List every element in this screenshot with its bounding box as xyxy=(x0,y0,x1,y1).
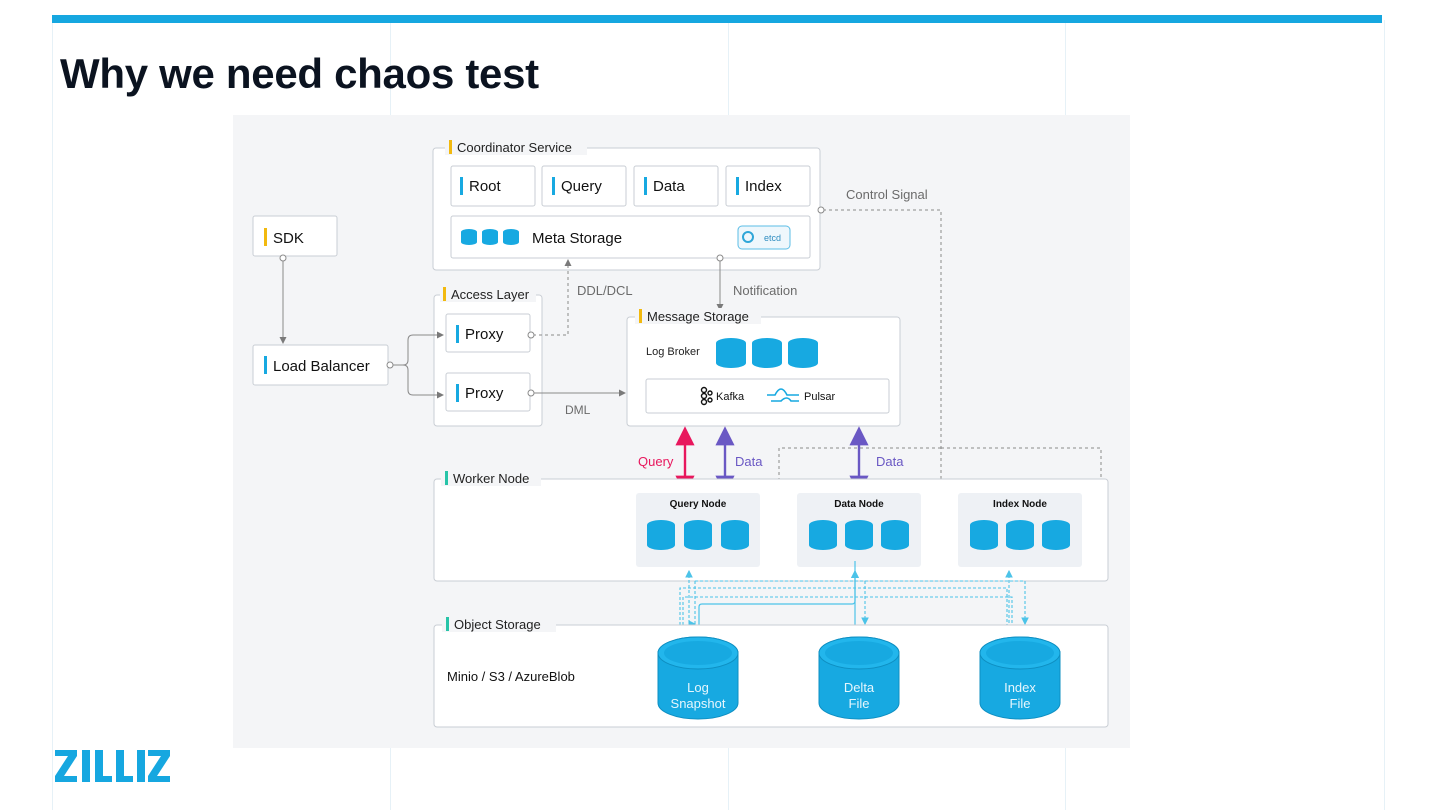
svg-text:Pulsar: Pulsar xyxy=(804,391,836,403)
svg-text:Message Storage: Message Storage xyxy=(647,309,749,324)
edge-label-control-signal: Control Signal xyxy=(846,187,928,202)
svg-text:Snapshot: Snapshot xyxy=(671,696,726,711)
role-root: Root xyxy=(450,165,536,207)
access-layer: Access Layer Proxy Proxy xyxy=(433,286,543,427)
role-index: Index xyxy=(725,165,811,207)
svg-text:Data: Data xyxy=(653,178,685,195)
svg-text:Access Layer: Access Layer xyxy=(451,287,530,302)
role-query: Query xyxy=(541,165,627,207)
svg-text:Load Balancer: Load Balancer xyxy=(273,358,370,375)
slide-gridline xyxy=(1384,20,1385,810)
worker-node: Worker Node Query Node Data Node Index N… xyxy=(433,470,1109,582)
etcd-badge: etcd xyxy=(737,225,791,250)
svg-text:Index: Index xyxy=(1004,680,1036,695)
database-icon xyxy=(647,520,749,550)
svg-text:etcd: etcd xyxy=(764,233,781,243)
slide-title: Why we need chaos test xyxy=(60,50,539,97)
database-icon xyxy=(716,338,818,368)
svg-text:Query Node: Query Node xyxy=(670,499,727,510)
svg-text:Log: Log xyxy=(687,680,709,695)
edge-label-query: Query xyxy=(638,454,674,469)
index-file-store: Index File xyxy=(979,636,1061,720)
coordinator-service: Coordinator Service Root Query Data Inde… xyxy=(432,139,821,271)
sdk-box: SDK xyxy=(252,215,338,257)
database-icon xyxy=(461,229,519,245)
edge-label-data-left: Data xyxy=(735,454,763,469)
load-balancer-box: Load Balancer xyxy=(252,344,389,386)
svg-text:Index Node: Index Node xyxy=(993,499,1047,510)
svg-text:Worker Node: Worker Node xyxy=(453,471,529,486)
data-node: Data Node xyxy=(797,493,921,567)
query-node: Query Node xyxy=(636,493,760,567)
delta-file-store: Delta File xyxy=(818,636,900,720)
svg-text:SDK: SDK xyxy=(273,230,304,247)
broker-options: Kafka Pulsar xyxy=(645,378,890,414)
edge-label-dml: DML xyxy=(565,403,591,417)
role-data: Data xyxy=(633,165,719,207)
log-snapshot-store: Log Snapshot xyxy=(657,636,739,720)
svg-text:File: File xyxy=(849,696,870,711)
svg-text:Index: Index xyxy=(745,178,782,195)
storage-backends-label: Minio / S3 / AzureBlob xyxy=(447,669,575,684)
meta-storage: Meta Storage etcd xyxy=(450,215,811,259)
svg-text:Query: Query xyxy=(561,178,602,195)
proxy-box: Proxy xyxy=(445,372,531,412)
edge-label-ddl-dcl: DDL/DCL xyxy=(577,283,633,298)
svg-text:Data Node: Data Node xyxy=(834,499,884,510)
pulsar-icon xyxy=(767,388,799,402)
svg-text:Root: Root xyxy=(469,178,502,195)
message-storage: Message Storage Log Broker Kafka Pulsar xyxy=(626,308,901,427)
database-icon xyxy=(970,520,1070,550)
svg-text:Kafka: Kafka xyxy=(716,391,745,403)
object-storage: Object Storage Minio / S3 / AzureBlob Lo… xyxy=(433,616,1109,728)
database-icon xyxy=(809,520,909,550)
svg-text:Object Storage: Object Storage xyxy=(454,617,541,632)
edge-label-data-right: Data xyxy=(876,454,904,469)
slide-gridline xyxy=(52,20,53,810)
top-accent-bar xyxy=(52,15,1382,23)
zilliz-logo xyxy=(55,750,170,787)
log-broker-label: Log Broker xyxy=(646,346,700,358)
coordinator-title: Coordinator Service xyxy=(457,140,572,155)
svg-text:Proxy: Proxy xyxy=(465,326,504,343)
architecture-diagram: Coordinator Service Root Query Data Inde… xyxy=(233,115,1130,748)
proxy-box: Proxy xyxy=(445,313,531,353)
svg-text:Delta: Delta xyxy=(844,680,875,695)
kafka-icon xyxy=(700,386,713,406)
svg-text:Proxy: Proxy xyxy=(465,385,504,402)
index-node: Index Node xyxy=(958,493,1082,567)
edge-label-notification: Notification xyxy=(733,283,797,298)
svg-text:File: File xyxy=(1010,696,1031,711)
svg-text:Meta Storage: Meta Storage xyxy=(532,230,622,247)
